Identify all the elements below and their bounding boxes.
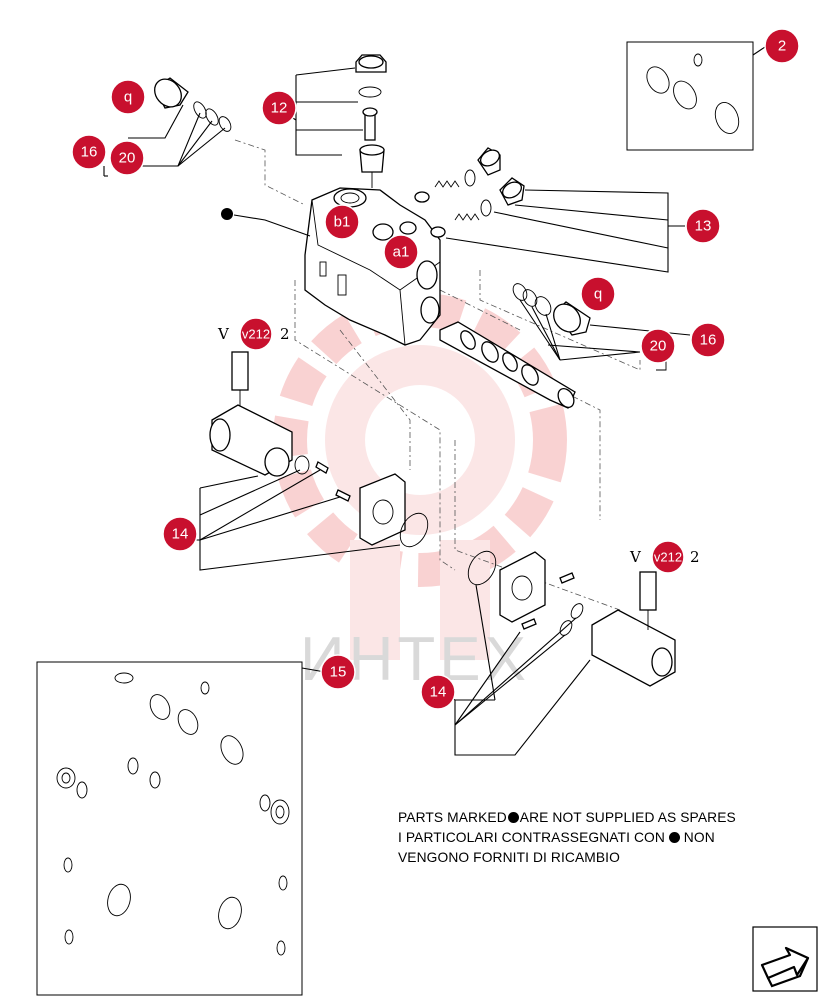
callout-12[interactable]: 12 [261,90,297,126]
solenoid-left [209,351,429,548]
svg-text:v212: v212 [242,327,270,342]
vref-left-suffix: 2 [280,325,290,343]
svg-text:20: 20 [650,338,667,355]
callout-2[interactable]: 2 [764,28,800,64]
svg-text:16: 16 [700,332,717,349]
svg-text:14: 14 [430,684,447,701]
bullet-dot-icon [668,832,680,843]
callout-20-right[interactable]: 20 [640,328,676,364]
note-line-2: I PARTICOLARI CONTRASSEGNATI CON NON [398,830,715,845]
callout-b1[interactable]: b1 [324,204,360,240]
callout-v212-right[interactable]: v212 [651,540,685,574]
svg-text:q: q [594,286,602,303]
svg-text:14: 14 [172,526,189,543]
svg-text:12: 12 [271,100,288,117]
svg-text:b1: b1 [334,214,351,231]
spool [439,321,576,409]
seal-kit-box-15 [36,661,303,996]
plug-q-right [512,283,591,336]
callout-13[interactable]: 13 [685,208,721,244]
callout-14-left[interactable]: 14 [162,516,198,552]
plug-stack-12 [355,54,387,188]
svg-text:q: q [124,89,132,106]
callout-a1[interactable]: a1 [383,234,419,270]
note-line-3: VENGONO FORNITI DI RICAMBIO [398,850,620,865]
callout-20-top[interactable]: 20 [109,140,145,176]
bullet-dot-icon [507,812,519,823]
check-valve-parts [414,147,525,238]
callout-v212-left[interactable]: v212 [239,317,273,351]
svg-text:2: 2 [778,38,786,55]
svg-text:a1: a1 [393,244,410,261]
return-arrow-icon[interactable] [752,926,818,992]
callout-q-right[interactable]: q [580,276,616,312]
callout-16-right[interactable]: 16 [690,322,726,358]
svg-text:20: 20 [119,150,136,167]
svg-text:16: 16 [81,144,98,161]
callout-q-top[interactable]: q [110,79,146,115]
callout-16-top[interactable]: 16 [71,134,107,170]
svg-text:v212: v212 [654,550,682,565]
vref-left-prefix: V [217,325,230,343]
valve-body [304,187,441,346]
plug-q-top [154,77,232,132]
callout-15[interactable]: 15 [320,654,356,690]
svg-text:15: 15 [330,664,347,681]
svg-text:13: 13 [695,218,712,235]
seal-kit-box-2 [626,41,754,151]
solenoid-right [467,550,676,687]
vref-right-suffix: 2 [690,548,700,566]
callout-14-right[interactable]: 14 [420,674,456,710]
vref-right-prefix: V [629,548,642,566]
bullet-dot-icon [221,208,233,220]
